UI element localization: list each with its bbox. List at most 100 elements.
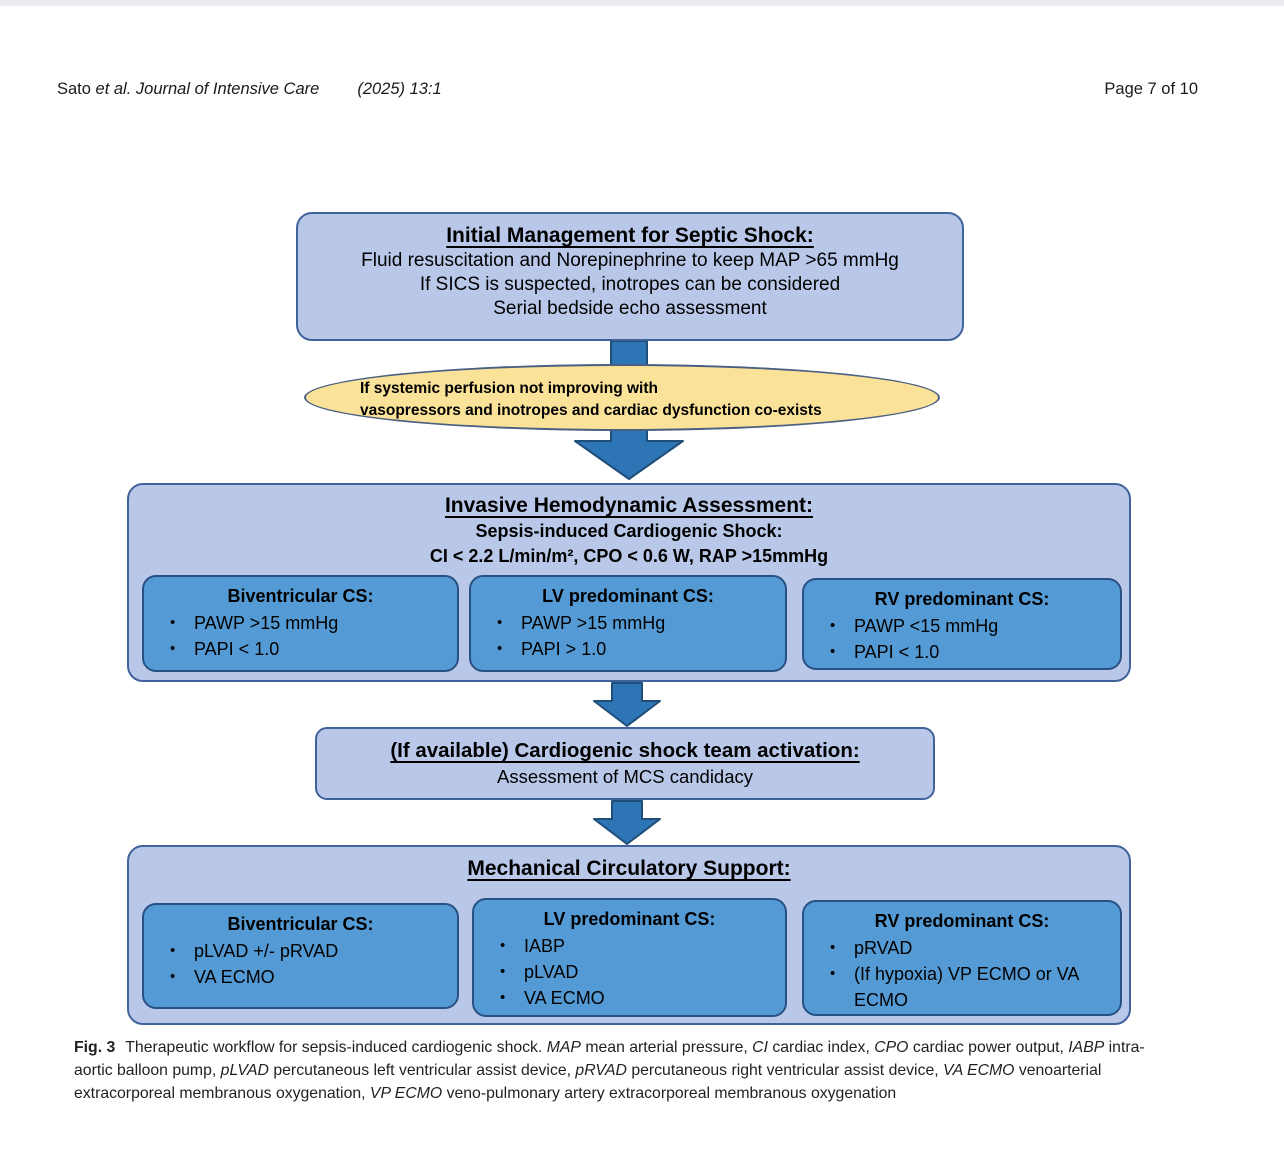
- shock-team-activation-box: (If available) Cardiogenic shock team ac…: [315, 727, 935, 800]
- condition-line: vasopressors and inotropes and cardiac d…: [360, 401, 822, 419]
- figure-label: Fig. 3: [74, 1039, 116, 1056]
- bullet-icon: •: [500, 989, 506, 1006]
- bullet-icon: •: [830, 939, 836, 956]
- bullet-row: • VA ECMO: [474, 985, 785, 1011]
- mechanical-circulatory-support-box: Mechanical Circulatory Support: Biventri…: [127, 845, 1131, 1025]
- shock-team-activation-title: (If available) Cardiogenic shock team ac…: [317, 738, 933, 764]
- text-segment: Therapeutic workflow for sepsis-induced …: [125, 1039, 547, 1056]
- bullet-row: • pLVAD +/- pRVAD: [144, 938, 457, 964]
- invasive-assessment-title-text: Invasive Hemodynamic Assessment:: [444, 494, 814, 517]
- figure-caption-text: Therapeutic workflow for sepsis-induced …: [74, 1039, 1145, 1102]
- invasive-assessment-box: Invasive Hemodynamic Assessment: Sepsis-…: [127, 483, 1131, 682]
- text-segment: MAP: [546, 1039, 581, 1056]
- biventricular-cs-support-bullets: • pLVAD +/- pRVAD •VA ECMO: [144, 938, 457, 990]
- lv-predominant-cs-support-box: LV predominant CS: •IABP•pLVAD•VA ECMO: [472, 898, 787, 1017]
- biventricular-cs-bullets: •PAWP >15 mmHg•PAPI < 1.0: [144, 610, 457, 662]
- text-segment: cardiac power output,: [908, 1039, 1069, 1056]
- biventricular-cs-support-box: Biventricular CS: • pLVAD +/- pRVAD •VA EC…: [142, 903, 459, 1009]
- bullet-row: • PAWP >15 mmHg: [471, 610, 785, 636]
- bullet-text: IABP: [524, 936, 566, 956]
- initial-management-box: Initial Management for Septic Shock: Flu…: [296, 212, 964, 341]
- text-segment: venoarterial extracorporeal membranous o…: [74, 1062, 1102, 1102]
- bullet-row: • PAPI < 1.0: [804, 639, 1120, 665]
- rv-predominant-cs-support-bullets: • pRVAD • (If hypoxia) VP ECMO or VA ECMO: [804, 935, 1120, 1013]
- arrow-team-to-mcs: [593, 800, 661, 845]
- condition-ellipse: If systemic perfusion not improving with…: [304, 364, 940, 431]
- bullet-text: PAWP >15 mmHg: [194, 613, 339, 633]
- mechanical-circulatory-support-title-text: Mechanical Circulatory Support:: [467, 857, 791, 880]
- bullet-text: (If hypoxia) VP ECMO or VA ECMO: [854, 964, 1079, 1010]
- bullet-row: •VA ECMO: [144, 964, 457, 990]
- text-segment: CPO: [874, 1039, 909, 1056]
- lv-predominant-cs-support-title: LV predominant CS:: [543, 909, 716, 929]
- initial-management-line: Serial bedside echo assessment: [493, 298, 767, 319]
- text-segment: pRVAD: [575, 1062, 627, 1079]
- bullet-icon: •: [500, 963, 506, 980]
- condition-line: If systemic perfusion not improving with: [360, 380, 658, 397]
- bullet-text: VA ECMO: [524, 988, 605, 1008]
- rv-predominant-cs-title: RV predominant CS:: [874, 589, 1050, 609]
- figure-caption: Fig. 3 Therapeutic workflow for sepsis-in…: [74, 1036, 1150, 1105]
- page-header: Sato et al. Journal of Intensive Care (20…: [57, 80, 1198, 99]
- page-number-label: Page 7 of 10: [1104, 80, 1198, 98]
- bullet-icon: •: [170, 640, 176, 657]
- lv-predominant-cs-criteria-box: LV predominant CS: • PAWP >15 mmHg • PAPI >…: [469, 575, 787, 672]
- mcs-candidacy-line: Assessment of MCS candidacy: [496, 766, 754, 787]
- citation-authors: Sato et al. Journal of Intensive Care: [57, 80, 319, 98]
- bullet-row: • PAWP >15 mmHg: [144, 610, 457, 636]
- text-segment: CI: [752, 1039, 768, 1056]
- bullet-icon: •: [497, 614, 503, 631]
- text-segment: et al. Journal of Intensive Care: [95, 80, 320, 98]
- bullet-row: • pRVAD: [804, 935, 1120, 961]
- bullet-icon: •: [830, 965, 836, 982]
- bullet-text: pLVAD +/- pRVAD: [194, 941, 339, 961]
- text-segment: percutaneous left ventricular assist dev…: [268, 1062, 576, 1079]
- invasive-assessment-title: Invasive Hemodynamic Assessment:: [129, 493, 1129, 519]
- bullet-text: pRVAD: [854, 938, 913, 958]
- initial-management-line: Fluid resuscitation and Norepinephrine t…: [361, 250, 899, 271]
- text-segment: intra-aortic balloon pump,: [74, 1039, 1145, 1079]
- lv-predominant-cs-title: LV predominant CS:: [542, 586, 714, 606]
- text-segment: percutaneous right ventricular assist de…: [626, 1062, 944, 1079]
- citation-issue: (2025) 13:1: [357, 80, 442, 98]
- text-segment: IABP: [1068, 1039, 1105, 1056]
- initial-management-title-text: Initial Management for Septic Shock:: [446, 224, 814, 247]
- rv-predominant-cs-support-title: RV predominant CS:: [874, 911, 1050, 931]
- bullet-row: • (If hypoxia) VP ECMO or VA ECMO: [804, 961, 1120, 1013]
- bullet-row: • PAWP <15 mmHg: [804, 613, 1120, 639]
- text-segment: Sato: [57, 80, 96, 98]
- lv-predominant-cs-bullets: • PAWP >15 mmHg • PAPI > 1.0: [471, 610, 785, 662]
- text-segment: pLVAD: [220, 1062, 269, 1079]
- text-segment: VP ECMO: [369, 1085, 443, 1102]
- journal-citation: Sato et al. Journal of Intensive Care (20…: [57, 80, 442, 99]
- biventricular-cs-support-title: Biventricular CS:: [227, 914, 374, 934]
- text-segment: cardiac index,: [767, 1039, 875, 1056]
- bullet-text: pLVAD: [524, 962, 579, 982]
- text-segment: veno-pulmonary artery extracorporeal mem…: [442, 1085, 897, 1102]
- rv-predominant-cs-criteria-box: RV predominant CS: • PAWP <15 mmHg • PAPI <…: [802, 578, 1122, 670]
- invasive-assessment-criteria: CI < 2.2 L/min/m², CPO < 0.6 W, RAP >15m…: [429, 546, 829, 566]
- mechanical-circulatory-support-title: Mechanical Circulatory Support:: [129, 856, 1129, 882]
- bullet-text: PAWP <15 mmHg: [854, 616, 999, 636]
- bullet-text: PAPI > 1.0: [521, 639, 607, 659]
- text-segment: mean arterial pressure,: [580, 1039, 753, 1056]
- bullet-icon: •: [497, 640, 503, 657]
- shock-team-activation-title-text: (If available) Cardiogenic shock team ac…: [390, 739, 860, 762]
- bullet-icon: •: [170, 942, 176, 959]
- initial-management-line: If SICS is suspected, inotropes can be c…: [419, 274, 841, 295]
- bullet-icon: •: [830, 643, 836, 660]
- bullet-text: PAPI < 1.0: [854, 642, 940, 662]
- arrow-invasive-to-team: [593, 682, 661, 727]
- lv-predominant-cs-support-bullets: •IABP•pLVAD•VA ECMO: [474, 933, 785, 1011]
- invasive-assessment-subtitle: Sepsis-induced Cardiogenic Shock:: [475, 521, 783, 541]
- bullet-icon: •: [830, 617, 836, 634]
- biventricular-cs-criteria-box: Biventricular CS: •PAWP >15 mmHg•PAPI < …: [142, 575, 459, 672]
- bullet-text: PAWP >15 mmHg: [521, 613, 666, 633]
- rv-predominant-cs-support-box: RV predominant CS: • pRVAD • (If hypoxia) V…: [802, 900, 1122, 1016]
- bullet-icon: •: [170, 614, 176, 631]
- biventricular-cs-title: Biventricular CS:: [227, 586, 374, 606]
- bullet-row: • pLVAD: [474, 959, 785, 985]
- bullet-row: • PAPI > 1.0: [471, 636, 785, 662]
- bullet-text: VA ECMO: [194, 967, 275, 987]
- text-segment: VA ECMO: [943, 1062, 1015, 1079]
